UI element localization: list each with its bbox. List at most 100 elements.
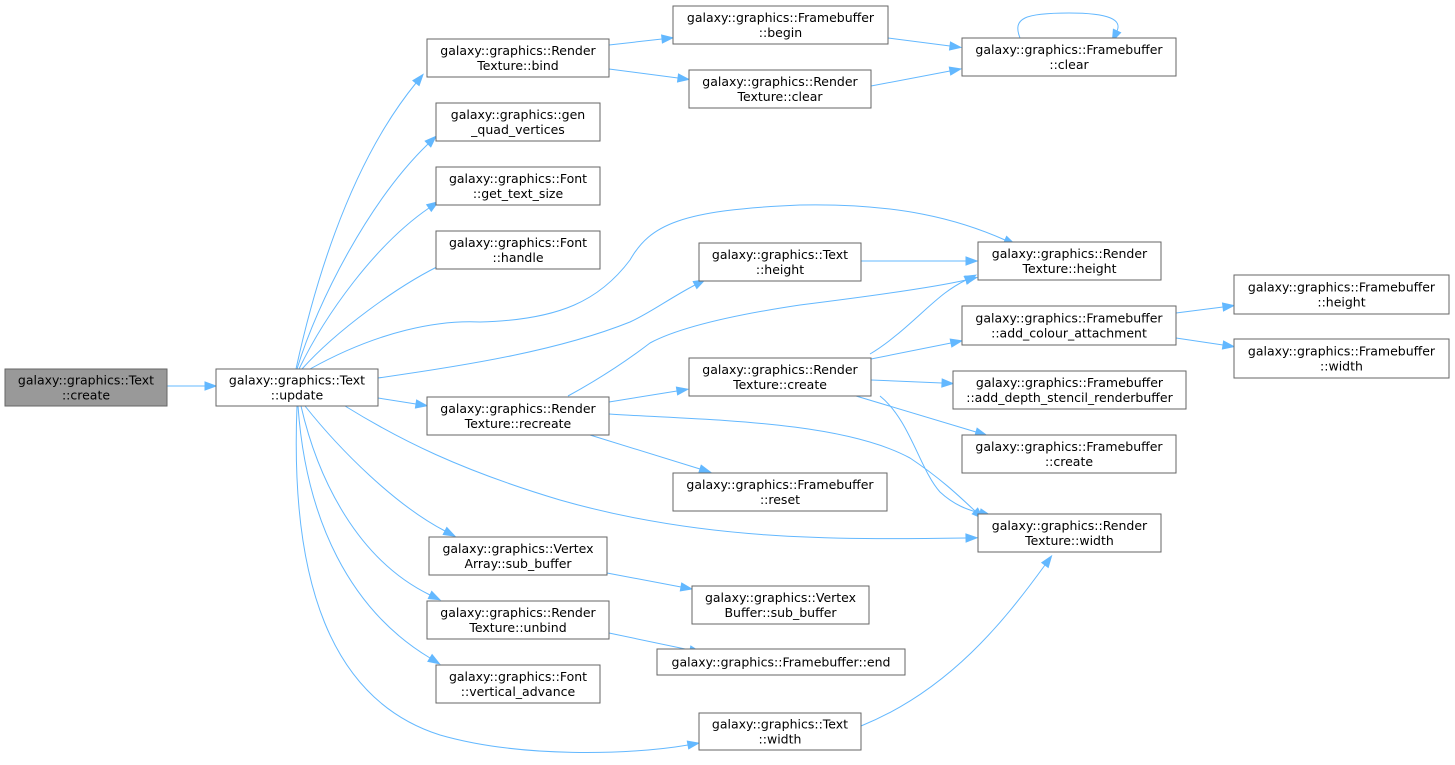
node-fb-clear[interactable]: galaxy::graphics::Framebuffer::clear xyxy=(961,37,1177,77)
node-label-line: Texture::recreate xyxy=(464,416,572,431)
edge-line xyxy=(606,572,682,588)
edge-arrowhead xyxy=(965,256,979,266)
edge-rt_bind-to-fb_begin xyxy=(608,34,675,46)
node-rt-recreate[interactable]: galaxy::graphics::RenderTexture::recreat… xyxy=(426,396,610,436)
edge-arrowhead xyxy=(427,590,442,601)
edge-line xyxy=(304,405,446,532)
edge-rt_create-to-fb_add_colour xyxy=(870,338,964,360)
node-label-line: galaxy::graphics::Framebuffer xyxy=(687,10,875,25)
node-fb-height[interactable]: galaxy::graphics::Framebuffer::height xyxy=(1233,274,1450,315)
node-box xyxy=(952,370,1187,410)
node-label-line: ::add_colour_attachment xyxy=(991,326,1147,341)
node-label-line: galaxy::graphics::Framebuffer xyxy=(1248,344,1436,359)
edge-line xyxy=(860,564,1046,727)
node-label-line: galaxy::graphics::Framebuffer::end xyxy=(672,655,891,670)
edge-text_update-to-text_width xyxy=(295,405,701,754)
node-box xyxy=(961,37,1177,77)
edge-text_update-to-font_handle xyxy=(301,257,457,370)
node-text-create[interactable]: galaxy::graphics::Text::create xyxy=(4,368,168,407)
edge-line xyxy=(377,397,417,405)
node-label-line: ::create xyxy=(1045,454,1093,469)
node-font-get-text-size[interactable]: galaxy::graphics::Font::get_text_size xyxy=(435,166,601,206)
node-text-height[interactable]: galaxy::graphics::Text::height xyxy=(698,242,862,282)
node-label-line: Texture::width xyxy=(1024,533,1114,548)
edge-line xyxy=(344,405,967,540)
edge-line xyxy=(870,70,951,87)
node-text-width[interactable]: galaxy::graphics::Text::width xyxy=(698,712,862,751)
node-font-handle[interactable]: galaxy::graphics::Font::handle xyxy=(435,230,601,270)
edge-line xyxy=(295,405,689,754)
edge-fb_add_colour-to-fb_height xyxy=(1175,302,1236,314)
node-fb-width[interactable]: galaxy::graphics::Framebuffer::width xyxy=(1233,338,1450,379)
edge-line xyxy=(567,279,967,397)
node-label-line: galaxy::graphics::Framebuffer xyxy=(975,439,1163,454)
node-label-line: galaxy::graphics::Render xyxy=(702,362,858,377)
node-label-line: galaxy::graphics::Text xyxy=(18,373,154,388)
node-box xyxy=(672,5,889,45)
node-label-line: Texture::create xyxy=(732,377,827,392)
node-fb-add-colour[interactable]: galaxy::graphics::Framebuffer::add_colou… xyxy=(961,305,1177,346)
node-box xyxy=(435,102,601,142)
node-box xyxy=(672,472,888,512)
edge-line xyxy=(869,279,967,355)
node-label-line: galaxy::graphics::Text xyxy=(229,373,365,388)
node-fb-begin[interactable]: galaxy::graphics::Framebuffer::begin xyxy=(672,5,889,45)
node-text-update[interactable]: galaxy::graphics::Text::update xyxy=(215,368,379,407)
edge-text_update-to-gen_quad xyxy=(296,135,437,370)
node-fb-add-depth[interactable]: galaxy::graphics::Framebuffer::add_depth… xyxy=(952,370,1187,410)
node-fb-reset[interactable]: galaxy::graphics::Framebuffer::reset xyxy=(672,472,888,512)
edge-text_height-to-rt_height xyxy=(861,256,979,266)
edge-arrowhead xyxy=(941,378,955,388)
edge-line xyxy=(377,284,696,379)
node-box xyxy=(698,712,862,751)
node-box xyxy=(691,585,870,625)
node-label-line: galaxy::graphics::Vertex xyxy=(442,541,593,556)
edge-arrowhead xyxy=(963,274,978,285)
node-label-line: Texture::bind xyxy=(476,58,558,73)
node-box xyxy=(435,230,601,270)
edge-line xyxy=(608,413,976,512)
edge-line xyxy=(300,405,431,596)
edge-line xyxy=(608,68,679,79)
edge-arrowhead xyxy=(414,399,429,409)
edge-arrowhead xyxy=(424,135,437,148)
edge-line xyxy=(298,207,430,370)
edge-line xyxy=(296,143,429,370)
edge-rt_recreate-to-rt_create xyxy=(608,386,690,403)
edge-line xyxy=(589,434,701,470)
node-vb-sub-buffer[interactable]: galaxy::graphics::VertexBuffer::sub_buff… xyxy=(691,585,870,625)
node-label-line: Buffer::sub_buffer xyxy=(724,605,837,620)
edge-line xyxy=(870,379,943,384)
node-label-line: galaxy::graphics::Framebuffer xyxy=(976,375,1164,390)
node-label-line: ::height xyxy=(756,262,804,277)
node-label-line: galaxy::graphics::Render xyxy=(992,518,1148,533)
edge-text_update-to-font_get_text_size xyxy=(298,200,440,370)
edge-arrowhead xyxy=(425,200,440,213)
node-label-line: galaxy::graphics::Render xyxy=(992,246,1148,261)
node-box xyxy=(435,664,601,704)
node-box xyxy=(1233,274,1450,315)
node-box xyxy=(215,368,379,407)
node-fb-end[interactable]: galaxy::graphics::Framebuffer::end xyxy=(656,648,906,676)
edge-text_update-to-rt_height xyxy=(309,204,1017,370)
node-box xyxy=(656,648,906,676)
node-label-line: ::height xyxy=(1317,295,1365,310)
edge-rt_bind-to-rt_clear xyxy=(608,68,691,83)
node-fb-create[interactable]: galaxy::graphics::Framebuffer::create xyxy=(961,434,1177,474)
edge-text_update-to-va_sub_buffer xyxy=(304,405,457,537)
edge-fb_begin-to-fb_clear xyxy=(887,37,963,51)
node-font-vertical-advance[interactable]: galaxy::graphics::Font::vertical_advance xyxy=(435,664,601,704)
node-label-line: ::width xyxy=(759,732,802,747)
node-va-sub-buffer[interactable]: galaxy::graphics::VertexArray::sub_buffe… xyxy=(428,536,608,576)
node-label-line: _quad_vertices xyxy=(470,122,565,137)
node-gen-quad[interactable]: galaxy::graphics::gen_quad_vertices xyxy=(435,102,601,142)
edge-text_update-to-rt_recreate xyxy=(377,397,429,409)
node-box xyxy=(426,38,610,78)
node-label-line: ::update xyxy=(271,388,324,403)
